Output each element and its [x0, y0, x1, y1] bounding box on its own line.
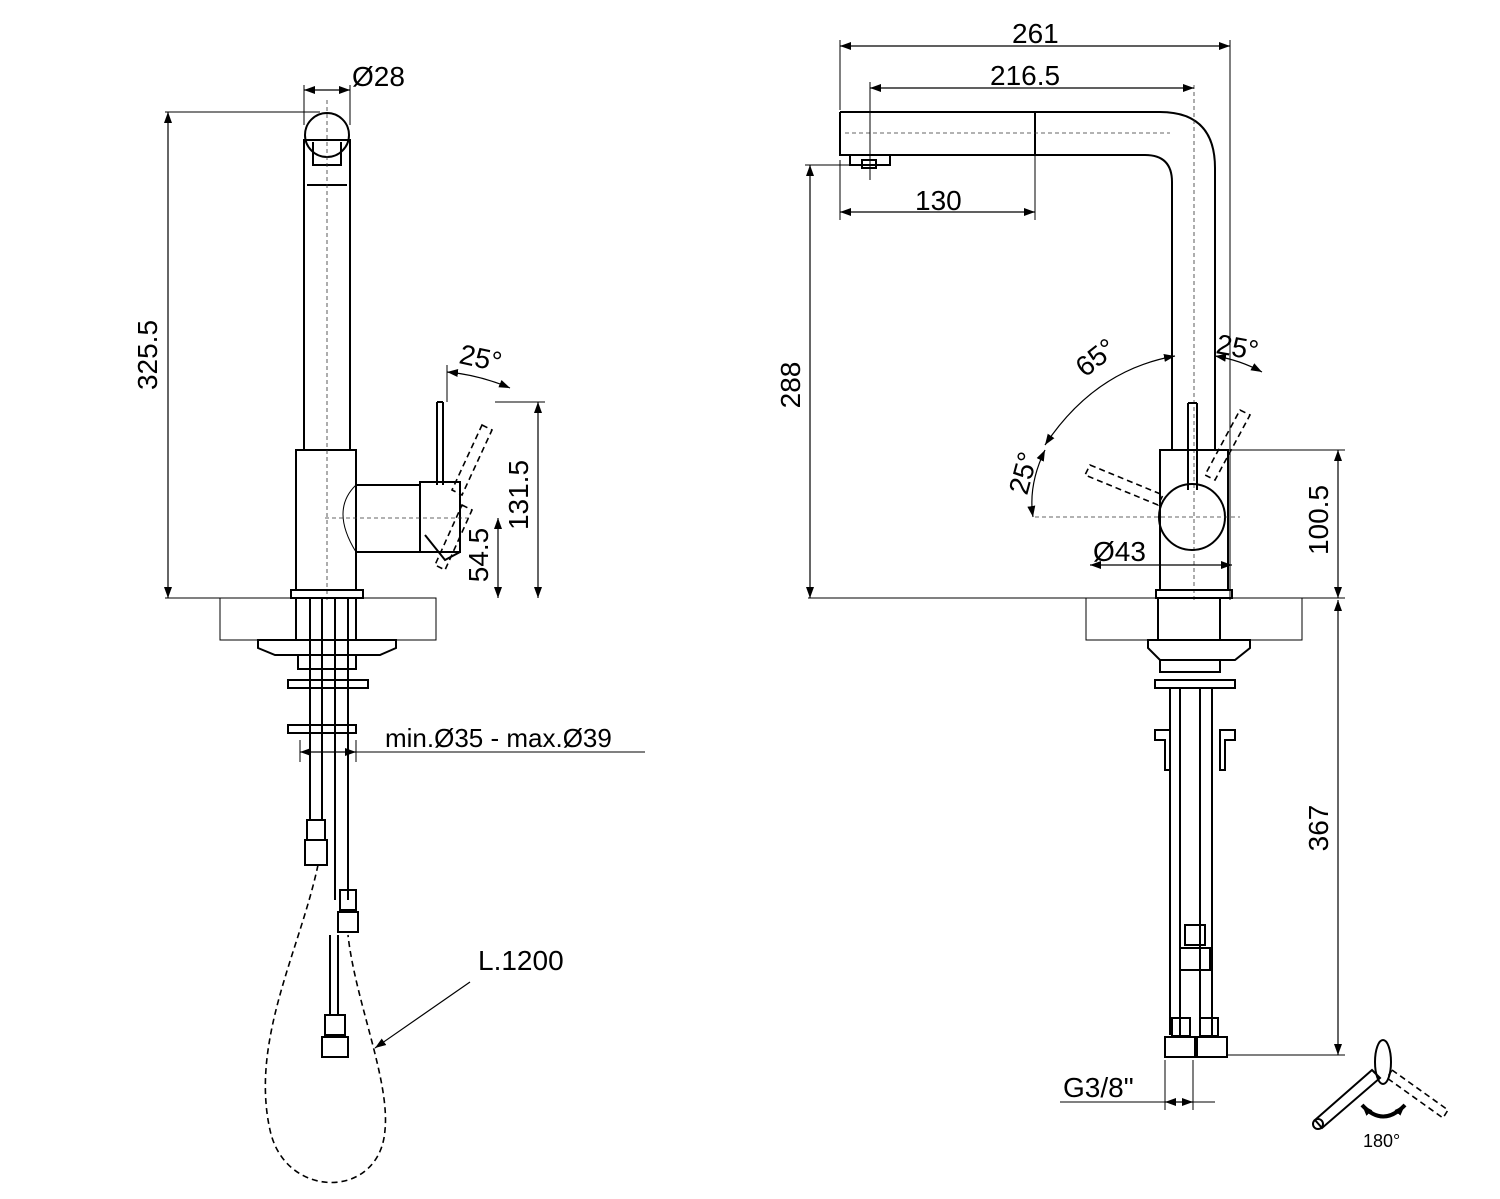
label-height-100-5: 100.5 [1303, 485, 1334, 555]
label-dia-28: Ø28 [352, 61, 405, 92]
mounting-plate [257, 639, 397, 656]
label-angle-65: 65° [1070, 332, 1122, 382]
label-angle-25-lower: 25° [1003, 449, 1044, 498]
label-height-325-5: 325.5 [132, 320, 163, 390]
side-view [164, 85, 645, 1184]
label-dia-43: Ø43 [1093, 536, 1146, 567]
lever-hub [419, 481, 461, 553]
label-width-130: 130 [915, 185, 962, 216]
worktop-section-left [219, 597, 437, 641]
label-hole-diameter: min.Ø35 - max.Ø39 [385, 723, 612, 753]
label-height-288: 288 [775, 362, 806, 409]
label-thread-size: G3/8" [1063, 1072, 1134, 1103]
label-height-367: 367 [1303, 805, 1334, 852]
label-angle-25-left: 25° [457, 339, 505, 378]
label-height-131-5: 131.5 [503, 460, 534, 530]
label-hose-length: L.1200 [478, 945, 564, 976]
label-angle-25-right: 25° [1214, 328, 1261, 366]
front-view [805, 40, 1450, 1130]
rotation-icon [1312, 1039, 1450, 1130]
label-height-54-5: 54.5 [463, 528, 494, 583]
label-width-216-5: 216.5 [990, 60, 1060, 91]
worktop-section-right [1085, 597, 1303, 641]
label-rotation-180: 180° [1363, 1131, 1400, 1151]
spout-arm [840, 111, 1216, 450]
mixer-body [295, 449, 357, 591]
label-width-261: 261 [1012, 18, 1059, 49]
